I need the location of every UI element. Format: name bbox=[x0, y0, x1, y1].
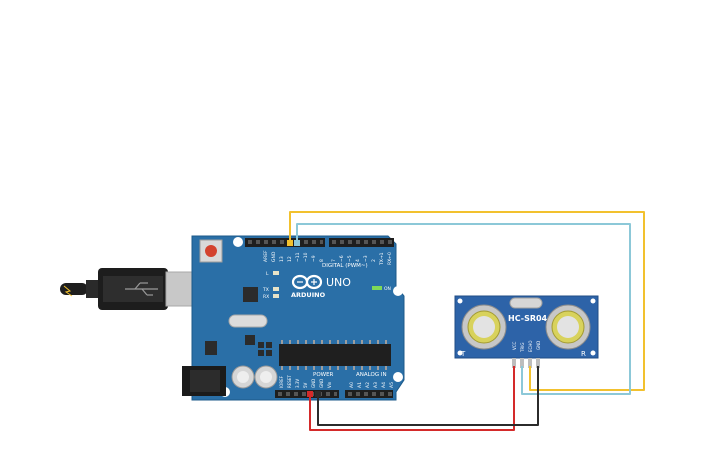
led-tx bbox=[273, 287, 279, 291]
pin-label-ioref: IOREF bbox=[279, 375, 284, 388]
pin-label-tx1: TX→1 bbox=[379, 252, 385, 266]
analog-pin-labels: A0 A1 A2 A3 A4 A5 bbox=[349, 382, 395, 388]
digital-pin-labels: AREF GND 13 12 ~11 ~10 ~9 8 7 ~6 ~5 4 ~3… bbox=[263, 250, 393, 266]
pin-label-11: ~11 bbox=[295, 252, 301, 262]
wire-black-gnd[interactable] bbox=[317, 366, 539, 426]
arduino-logo-icon bbox=[291, 274, 323, 290]
capacitor-top bbox=[260, 371, 272, 383]
usb-cable-end bbox=[60, 283, 88, 295]
pin-label-a4: A4 bbox=[381, 382, 387, 388]
pin-label-3v3: 3.3V bbox=[295, 379, 300, 388]
pin-label-10: ~10 bbox=[303, 252, 309, 262]
usb-symbol-icon bbox=[125, 282, 158, 296]
small-chip bbox=[245, 335, 255, 345]
pin-label-vin: Vin bbox=[327, 381, 332, 388]
led-rx bbox=[273, 294, 279, 298]
sensor-header-pins bbox=[512, 358, 540, 368]
pin-label-echo: ECHO bbox=[528, 341, 533, 352]
sensor-pin-labels: VCC TRIG ECHO GND bbox=[512, 341, 541, 353]
mounting-hole bbox=[393, 372, 403, 382]
model-label: UNO bbox=[326, 276, 351, 289]
wire-cyan-trig[interactable] bbox=[296, 223, 631, 395]
arduino-uno-board[interactable]: AREF GND 13 12 ~11 ~10 ~9 8 7 ~6 ~5 4 ~3… bbox=[182, 235, 405, 401]
wire-red-5v[interactable] bbox=[309, 366, 515, 431]
capacitor-top bbox=[237, 371, 249, 383]
pin-label-3: ~3 bbox=[363, 255, 369, 262]
hc-sr04-sensor[interactable]: HC-SR04 T R VCC TRIG ECHO GND bbox=[454, 295, 599, 368]
transmitter-center bbox=[473, 316, 495, 338]
led-on bbox=[372, 286, 382, 290]
power-section-label: POWER bbox=[313, 372, 334, 378]
mounting-hole bbox=[393, 286, 403, 296]
pin-label-rx0: RX←0 bbox=[387, 252, 393, 265]
reset-button-cap bbox=[205, 245, 217, 257]
power-pin-labels: IOREF RESET 3.3V 5V GND GND Vin bbox=[279, 375, 332, 388]
pin-label-a0: A0 bbox=[349, 382, 355, 388]
receiver-center bbox=[557, 316, 579, 338]
pin-label-trig: TRIG bbox=[520, 342, 525, 353]
pin-label-8: 8 bbox=[319, 259, 325, 262]
wire-ends bbox=[287, 240, 321, 397]
atmega328-chip bbox=[279, 344, 391, 366]
usb-strain-relief bbox=[86, 280, 100, 298]
pin-label-5: ~5 bbox=[347, 255, 353, 262]
mounting-hole bbox=[233, 237, 243, 247]
pin-label-13: 13 bbox=[279, 256, 285, 262]
pin-label-a5: A5 bbox=[389, 382, 395, 388]
pin-label-gnd: GND bbox=[319, 379, 324, 388]
wire-yellow-echo[interactable] bbox=[289, 211, 645, 391]
usb-interface-chip bbox=[243, 287, 258, 302]
pin-label-7: 7 bbox=[331, 259, 337, 262]
sensor-model-label: HC-SR04 bbox=[508, 314, 548, 323]
crystal-oscillator bbox=[228, 314, 268, 328]
pin-label-gnd: GND bbox=[311, 379, 316, 388]
digital-section-label: DIGITAL (PWM~) bbox=[322, 263, 368, 269]
icsp-header bbox=[258, 342, 272, 356]
pin-label-4: 4 bbox=[355, 259, 361, 262]
wires bbox=[289, 211, 645, 431]
digital-header-right bbox=[329, 238, 394, 247]
sensor-crystal bbox=[509, 297, 543, 309]
pin-label-9: ~9 bbox=[311, 255, 317, 262]
pin-label-a2: A2 bbox=[365, 382, 371, 388]
usb-cable[interactable] bbox=[60, 268, 211, 310]
pin-label-gnd: GND bbox=[536, 341, 541, 350]
pin-label-vcc: VCC bbox=[512, 341, 517, 350]
analog-header bbox=[345, 390, 393, 398]
pin-label-12: 12 bbox=[287, 256, 293, 262]
onboard-leds: L TX RX ON bbox=[262, 271, 391, 300]
pin-label-a3: A3 bbox=[373, 382, 379, 388]
pin-label-gnd: GND bbox=[271, 251, 277, 262]
voltage-regulator bbox=[205, 341, 217, 355]
dc-power-jack-inner bbox=[190, 370, 220, 392]
mounting-hole bbox=[457, 298, 463, 304]
digital-header-left bbox=[245, 238, 325, 247]
analog-section-label: ANALOG IN bbox=[356, 372, 387, 378]
led-l-label: L bbox=[266, 271, 269, 277]
pin-label-aref: AREF bbox=[263, 250, 269, 262]
bottom-header-sockets bbox=[278, 392, 392, 396]
brand-label: ARDUINO bbox=[291, 291, 326, 299]
pin-label-2: 2 bbox=[371, 259, 377, 262]
pin-label-5v: 5V bbox=[303, 382, 308, 388]
pin-label-reset: RESET bbox=[287, 375, 292, 388]
led-on-label: ON bbox=[384, 286, 391, 292]
sensor-t-mark: T bbox=[460, 350, 466, 358]
led-tx-label: TX bbox=[262, 287, 269, 293]
mounting-hole bbox=[457, 350, 463, 356]
arduino-logo-symbols bbox=[297, 279, 317, 285]
atmega-chip-pins bbox=[281, 340, 387, 370]
led-rx-label: RX bbox=[263, 294, 269, 300]
mounting-hole bbox=[590, 298, 596, 304]
pin-label-a1: A1 bbox=[357, 382, 363, 388]
mounting-hole bbox=[590, 350, 596, 356]
usb-cable-spark-icon bbox=[63, 285, 73, 297]
pin-label-6: ~6 bbox=[339, 255, 345, 262]
led-l bbox=[273, 271, 279, 275]
sensor-r-mark: R bbox=[581, 350, 586, 358]
